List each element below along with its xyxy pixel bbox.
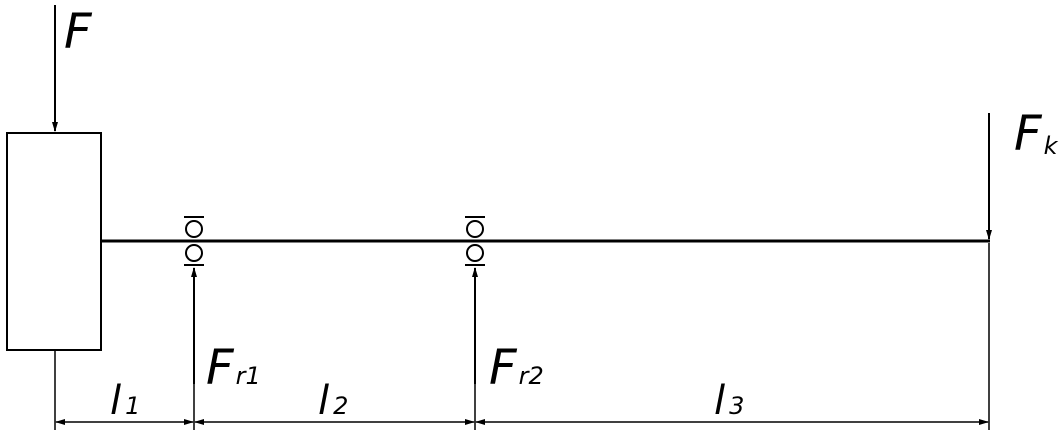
force-f-label: F bbox=[64, 4, 93, 60]
bearing-1-symbol bbox=[184, 216, 204, 266]
reaction-fr2-label: Fr2 bbox=[489, 340, 544, 396]
force-fk-label: Fk bbox=[1014, 106, 1059, 162]
block-body bbox=[6, 132, 102, 351]
bearing-2-symbol bbox=[465, 216, 485, 266]
reaction-fr1-label: Fr1 bbox=[206, 340, 261, 396]
